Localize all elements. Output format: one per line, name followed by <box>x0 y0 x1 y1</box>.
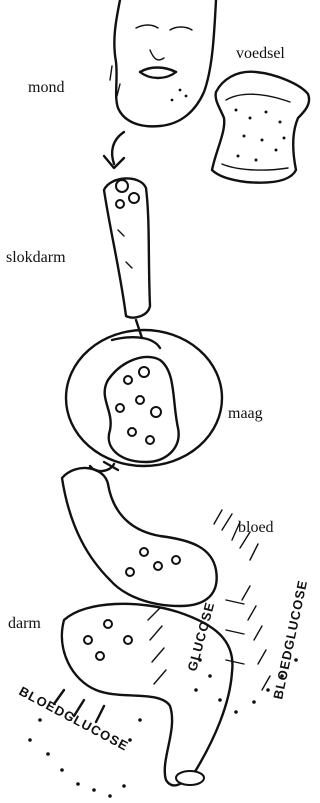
bread-illustration <box>212 72 309 183</box>
label-mond: mond <box>28 79 64 96</box>
label-maag: maag <box>228 405 263 422</box>
stomach-illustration <box>66 330 222 471</box>
label-bloedglucose-right: BLOEDGLUCOSE <box>270 578 310 700</box>
glucose-dots <box>28 658 298 798</box>
label-slokdarm: slokdarm <box>6 249 66 266</box>
esophagus-illustration <box>104 178 150 338</box>
label-glucose: GLUCOSE <box>184 600 217 673</box>
face-illustration <box>110 0 216 126</box>
label-darm: darm <box>8 615 41 632</box>
label-voedsel: voedsel <box>236 45 285 62</box>
down-arrow-icon <box>104 132 124 168</box>
label-bloed: bloed <box>238 519 274 536</box>
